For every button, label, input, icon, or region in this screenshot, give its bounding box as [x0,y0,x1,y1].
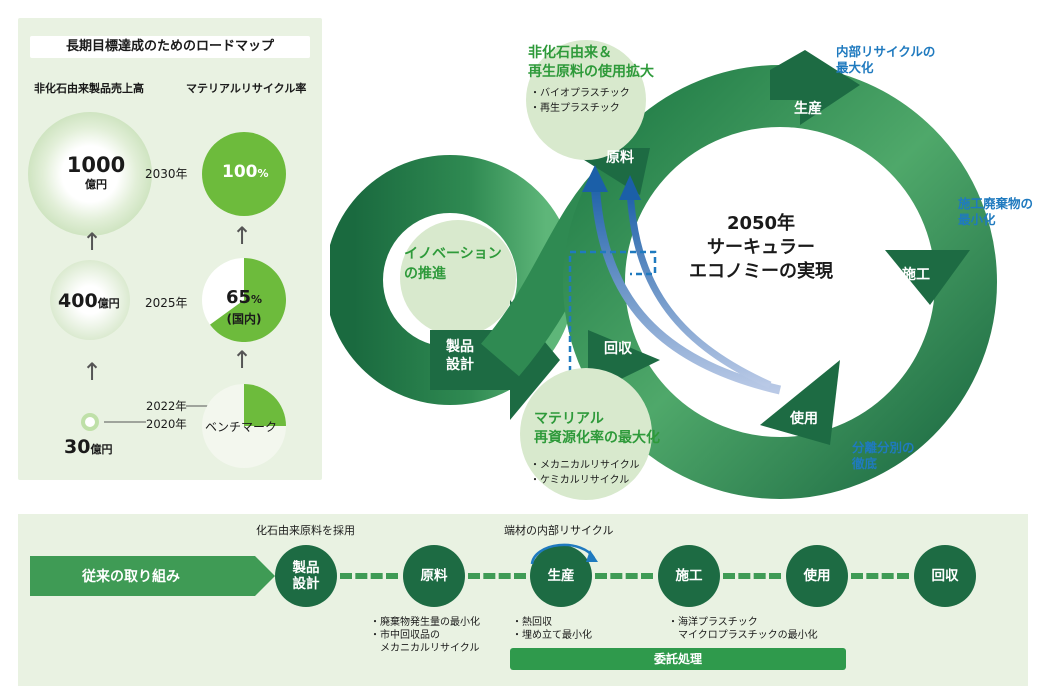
cycle-center-title: 2050年 サーキュラー エコノミーの実現 [689,213,833,282]
conv-node-production: 生産 [530,545,592,607]
benchmark-pie [202,384,286,468]
bottom-bubble [520,368,652,500]
recycle-2030-value: 100% [222,162,269,182]
use-arrow [760,360,840,445]
top-bubble-bullets: ・バイオプラスチック・再生プラスチック [530,88,630,114]
sales-2030-bubble [28,112,152,236]
top-bubble-title: 非化石由来＆再生原料の使用拡大 [528,45,654,80]
cycle-node-production: 生産 [794,101,822,117]
year-2022-label: 2022年 [146,399,187,413]
innovation-label: イノベーションの推進 [404,246,502,282]
raw-notes: ・廃棄物発生量の最小化 ・市中回収品の メカニカルリサイクル [370,617,480,654]
ring-center [630,132,930,432]
cycle-node-raw: 原料 [606,150,634,166]
conv-node-raw: 原料 [403,545,465,607]
cycle-node-construction: 施工 [902,267,930,283]
sales-up-arrow-2030: ↑ [82,228,103,256]
year-2030-label: 2030年 [145,167,188,181]
roadmap-title: 長期目標達成のためのロードマップ [30,36,310,58]
circular-economy-diagram [330,40,997,500]
year-2020-label: 2020年 [146,417,187,431]
innovation-bubble [400,220,516,336]
dashed-guide [568,250,657,422]
conv-node-use: 使用 [786,545,848,607]
recycle-2025-pie [202,258,286,342]
sales-2025-value: 400億円 [58,290,120,312]
benchmark-connector-lines [104,405,208,423]
sales-2030-value: 1000 億円 [66,153,126,191]
outsourced-bar: 委託処理 [510,648,846,670]
conventional-label-arrow [30,556,275,596]
sales-bubbles [28,112,152,431]
cycle-node-design: 製品設計 [446,339,474,373]
top-bubble [526,40,646,160]
internal-recycle-note: 端材の内部リサイクル [504,524,614,537]
sales-column-header: 非化石由来製品売上高 [34,82,144,95]
conv-node-recovery: 回収 [914,545,976,607]
cycle-node-use: 使用 [790,411,818,427]
recycle-column-header: マテリアルリサイクル率 [186,82,307,95]
conventional-label: 従来の取り組み [82,569,180,585]
conv-dash-1 [340,573,398,579]
conv-node-construction: 施工 [658,545,720,607]
blue-internal-recycle: 内部リサイクルの最大化 [836,44,936,75]
construction-notes: ・海洋プラスチック マイクロプラスチックの最小化 [668,617,818,641]
production-notes: ・熱回収 ・埋め立て最小化 [512,617,592,641]
recycle-pies [202,132,286,468]
blue-recycle-arrow-inner [626,189,772,389]
bottom-bubble-title: マテリアル再資源化率の最大化 [534,411,660,446]
recycle-up-arrow-2030: ↑ [232,222,253,250]
recycle-up-arrow-2025: ↑ [232,346,253,374]
production-loop-icon [530,543,598,565]
conv-dash-4 [723,573,781,579]
blue-recycle-arrow-outer [590,179,782,395]
recycle-2025-value: 65% (国内) [225,287,263,327]
fossil-note: 化石由来原料を採用 [256,524,355,537]
blue-sorting: 分離分別の徹底 [852,440,915,471]
recycle-2030-pie [202,132,286,216]
sales-up-arrow-2025: ↑ [82,358,103,386]
blue-waste-minimize: 施工廃棄物の最小化 [958,196,1034,227]
conv-dash-2 [468,573,526,579]
benchmark-label: ベンチマーク [205,420,278,434]
year-2025-label: 2025年 [145,296,188,310]
production-arrow [770,50,860,125]
conv-node-design: 製品設計 [275,545,337,607]
conv-dash-5 [851,573,909,579]
conv-dash-3 [595,573,653,579]
cycle-node-recovery: 回収 [604,341,632,357]
construction-arrow [885,250,970,305]
bottom-bubble-bullets: ・メカニカルリサイクル・ケミカルリサイクル [530,460,640,486]
sales-2025-bubble [50,260,130,340]
sales-2020-value: 30億円 [64,436,113,458]
